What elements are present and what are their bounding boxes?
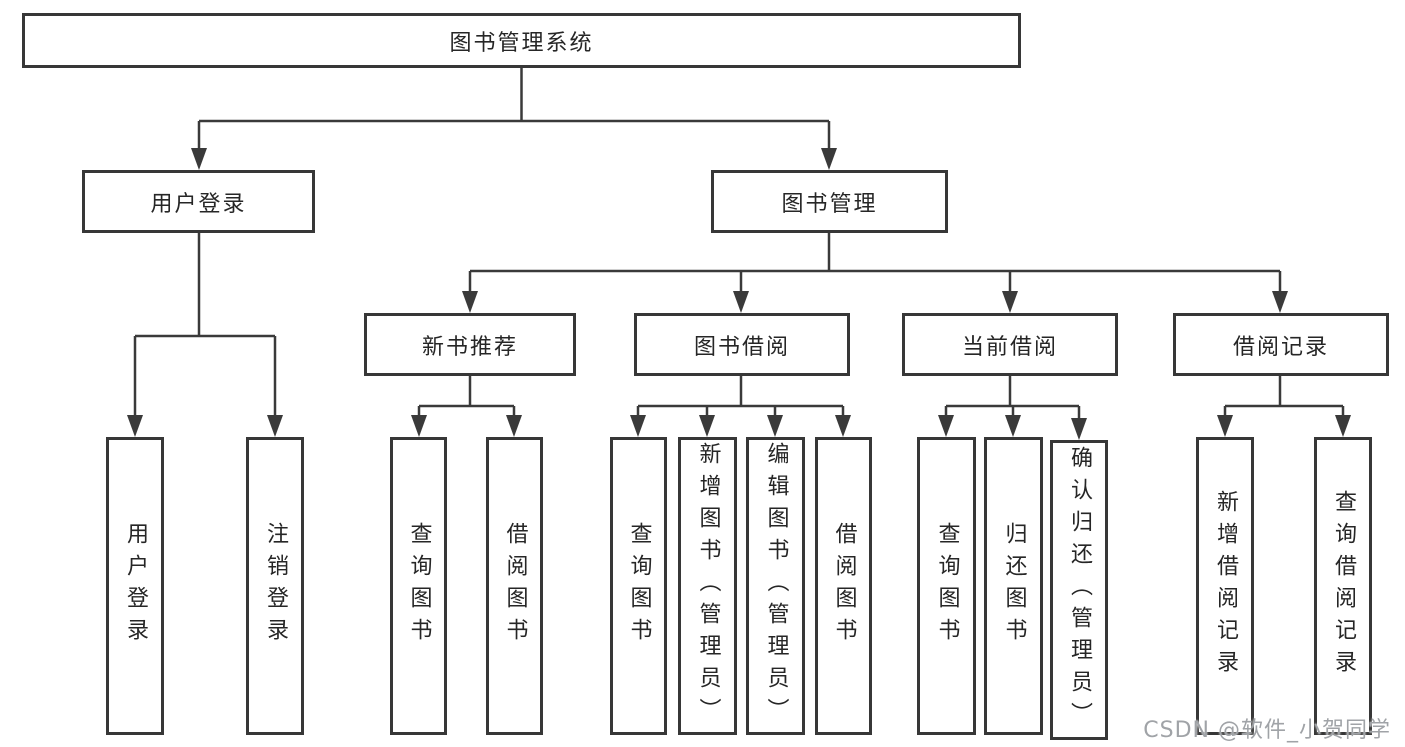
- leaf-add-book-admin: 新增图书（管理员）: [678, 437, 737, 735]
- leaf-return-book: 归还图书: [984, 437, 1043, 735]
- node-book-borrowing: 图书借阅: [634, 313, 850, 376]
- node-root: 图书管理系统: [22, 13, 1021, 68]
- leaf-borrow-books-borrowing: 借阅图书: [815, 437, 872, 735]
- leaf-user-login: 用户登录: [106, 437, 164, 735]
- leaf-query-books-borrowing: 查询图书: [610, 437, 667, 735]
- node-new-book-recommendation: 新书推荐: [364, 313, 576, 376]
- leaf-edit-book-admin: 编辑图书（管理员）: [746, 437, 805, 735]
- node-borrowing-records: 借阅记录: [1173, 313, 1389, 376]
- node-book-management: 图书管理: [711, 170, 948, 233]
- leaf-borrow-books-recommend: 借阅图书: [486, 437, 543, 735]
- node-current-borrowing: 当前借阅: [902, 313, 1118, 376]
- leaf-query-books-current: 查询图书: [917, 437, 976, 735]
- leaf-query-books-recommend: 查询图书: [390, 437, 447, 735]
- leaf-query-borrow-record: 查询借阅记录: [1314, 437, 1372, 735]
- node-user-login: 用户登录: [82, 170, 315, 233]
- leaf-add-borrow-record: 新增借阅记录: [1196, 437, 1254, 735]
- leaf-logout: 注销登录: [246, 437, 304, 735]
- leaf-confirm-return-admin: 确认归还（管理员）: [1050, 440, 1108, 740]
- arrowheads: [127, 148, 1351, 440]
- watermark: CSDN @软件_小贺同学: [1143, 718, 1391, 743]
